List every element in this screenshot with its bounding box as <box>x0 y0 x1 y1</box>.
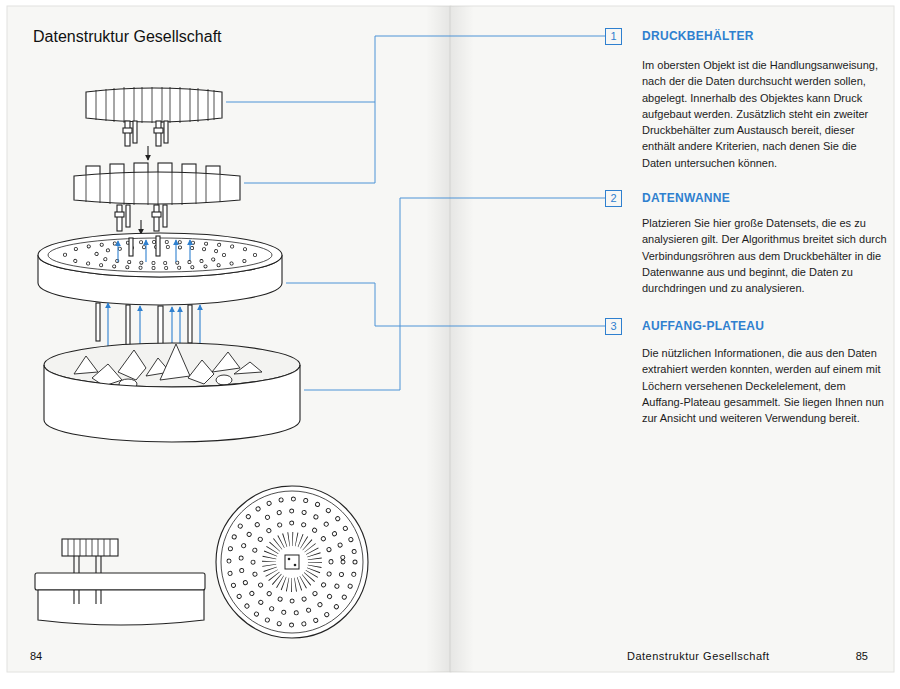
right-page <box>450 6 894 672</box>
hole-ring <box>241 511 343 613</box>
pressure-container-second <box>74 163 240 234</box>
body-text: Platzieren Sie hier große Datensets, die… <box>642 215 888 296</box>
section-heading: DATENWANNE <box>642 191 730 205</box>
hole-ring <box>229 499 355 625</box>
top-view <box>216 486 368 638</box>
leader-lines <box>226 36 605 390</box>
pin-collar <box>115 212 124 217</box>
crystal <box>234 362 262 374</box>
data-flow-arrows <box>118 240 190 262</box>
pin <box>163 205 167 227</box>
crystal <box>216 375 232 385</box>
tube <box>188 305 192 343</box>
data-crystals <box>74 344 262 389</box>
flow-arrow <box>189 240 190 260</box>
hole-ring <box>241 511 343 613</box>
tube <box>96 303 100 341</box>
container-body <box>62 539 118 556</box>
center-pin <box>288 558 291 561</box>
pin-collar <box>154 128 163 133</box>
disc-outline <box>216 486 368 638</box>
crystal <box>160 344 190 380</box>
crystal <box>188 360 214 384</box>
page-number: 84 <box>30 650 42 663</box>
leader-line <box>244 36 605 183</box>
pin-collar <box>123 128 132 133</box>
basin-side <box>38 590 204 625</box>
callout-number: 2 <box>610 193 616 204</box>
leader-line <box>226 102 375 103</box>
container-ribs <box>96 87 214 123</box>
page-title: Datenstruktur Gesellschaft <box>33 27 222 46</box>
hole-ring <box>253 523 331 601</box>
hole-ring <box>253 523 331 601</box>
section-heading: AUFFANG-PLATEAU <box>642 319 764 333</box>
flow-arrow <box>117 241 118 262</box>
gutter-shadow <box>426 6 474 672</box>
callout-number: 3 <box>610 321 616 332</box>
pin <box>156 236 160 256</box>
container-body <box>74 172 240 204</box>
crystal <box>74 356 98 374</box>
page-number: 85 <box>856 650 868 663</box>
hole-ring <box>229 499 355 625</box>
pin <box>126 205 130 227</box>
basin-wall <box>44 365 300 442</box>
crystal <box>212 352 240 372</box>
callout-box: 3 <box>605 318 622 335</box>
container-ribs <box>86 172 220 205</box>
tube <box>158 306 163 346</box>
body-text: Im obersten Objekt ist die Handlungsanwe… <box>642 57 888 171</box>
leader-line <box>304 198 605 390</box>
arrow <box>140 220 141 234</box>
callout-box: 1 <box>605 28 622 45</box>
pin <box>154 205 159 231</box>
side-view <box>35 539 205 625</box>
leader-line <box>286 283 605 326</box>
pin-collar <box>152 212 161 217</box>
lid-side <box>35 573 205 590</box>
flow-arrow <box>145 240 146 262</box>
collection-plateau <box>38 233 282 305</box>
callout-number: 1 <box>610 31 616 42</box>
pin <box>164 121 168 143</box>
running-footer: Datenstruktur Gesellschaft <box>627 650 770 663</box>
flow-arrow <box>175 240 176 262</box>
disc-rim <box>221 491 363 633</box>
pressure-container-top <box>86 87 222 160</box>
pin <box>133 121 137 143</box>
section-heading: DRUCKBEHÄLTER <box>642 29 754 43</box>
center-block <box>285 555 299 569</box>
arrow <box>147 146 148 160</box>
pin <box>117 205 122 231</box>
crystal <box>118 350 146 380</box>
lid-top <box>38 233 282 277</box>
container-body <box>86 88 222 122</box>
left-page <box>7 6 451 672</box>
body-text: Die nützlichen Informationen, die aus de… <box>642 345 888 426</box>
radial-ticks <box>269 539 315 585</box>
callout-box: 2 <box>605 190 622 207</box>
center-pin <box>294 564 297 567</box>
pin <box>129 238 133 256</box>
container-ribs <box>68 539 110 556</box>
data-basin <box>44 343 300 442</box>
tube <box>126 305 130 345</box>
pin <box>74 590 101 604</box>
